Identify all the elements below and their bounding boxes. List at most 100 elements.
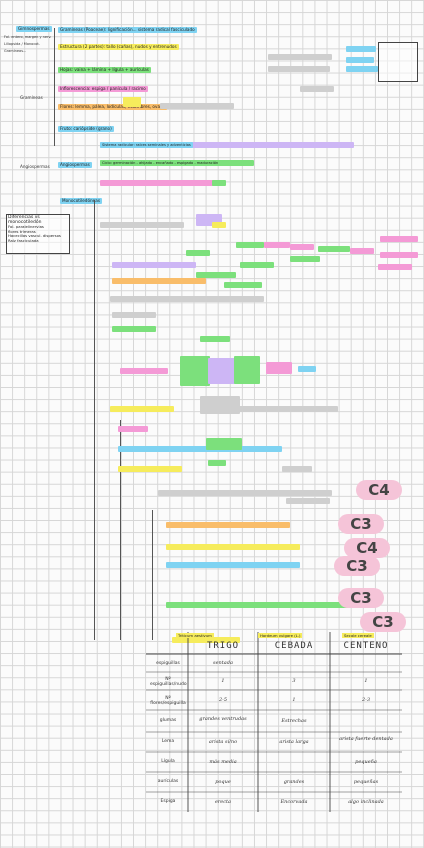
map-item-highlight (166, 522, 290, 528)
decorative-highlight (236, 242, 264, 248)
table-cell: 1 (221, 678, 225, 684)
comparison-table: TRIGO CEBADA CENTENO Triticum aestivum H… (146, 632, 402, 812)
center-label-gramineas: Gramíneas (20, 95, 43, 100)
decorative-highlight (268, 54, 332, 60)
map-item: Sistema radicular: raíces seminales y ad… (100, 142, 193, 148)
table-cell: arista sí/no (208, 739, 238, 745)
row-label: Lígula (161, 759, 175, 764)
decorative-highlight (112, 326, 156, 332)
decorative-highlight (350, 248, 374, 254)
decorative-highlight (118, 466, 182, 472)
differences-box: Diferencias vs monocotiledón Fol. parale… (6, 214, 70, 254)
table-cell: Estrechas (281, 718, 307, 724)
table-cell: algo inclinada (348, 799, 384, 805)
decorative-highlight (196, 272, 236, 278)
monocot-label: Monocotiledóneas (60, 198, 102, 204)
decorative-highlight (200, 336, 230, 342)
map-item: Ciclo: germinación - ahijado - encañado … (100, 160, 221, 166)
differences-box-line: flores trímeras (8, 228, 36, 234)
table-subheader: Triticum aestivum (176, 633, 214, 638)
decorative-highlight (110, 296, 264, 302)
decorative-highlight (212, 222, 226, 228)
differences-box-line: Fol. paralelinervias (8, 224, 44, 230)
decorative-highlight (186, 250, 210, 256)
table-grid-lines (146, 632, 402, 812)
row-label: Espiga (160, 799, 176, 804)
table-header-trigo: TRIGO (206, 641, 240, 651)
decorative-highlight (346, 57, 374, 63)
decorative-highlight (264, 242, 290, 248)
decorative-highlight (180, 356, 210, 386)
table-cell: 2-3 (361, 697, 371, 703)
decorative-highlight (118, 426, 148, 432)
table-cell: 2-5 (218, 697, 228, 703)
decorative-highlight (100, 222, 184, 228)
photosynthesis-tag: C3 (338, 514, 384, 534)
decorative-highlight (290, 256, 320, 262)
decorative-highlight (290, 244, 314, 250)
decorative-highlight (346, 66, 378, 72)
decorative-highlight (234, 356, 260, 384)
left-note-1: Fol. entero, margen y nerv. (4, 35, 52, 39)
highlight-block (123, 97, 141, 107)
map-item-highlight (166, 544, 300, 550)
table-cell: sentada (213, 660, 233, 666)
map-item: Estructura (2 partes): tallo (cañas), nu… (58, 44, 179, 50)
decorative-highlight (112, 312, 156, 318)
decorative-highlight (380, 236, 418, 242)
table-cell: grandes ventrudas (199, 716, 247, 722)
table-cell: 1 (292, 697, 296, 703)
decorative-highlight (206, 438, 242, 450)
decorative-highlight (208, 358, 236, 384)
decorative-highlight (100, 180, 214, 186)
photosynthesis-tag: C4 (356, 480, 402, 500)
table-cell: grandes (283, 779, 305, 785)
decorative-highlight (120, 368, 168, 374)
table-subheader: Secale cereale (342, 633, 374, 638)
decorative-highlight (224, 282, 262, 288)
table-cell: 1 (364, 678, 368, 684)
decorative-highlight (200, 396, 240, 414)
map-item: Hojas: vaina + lámina + lígula + aurícul… (58, 67, 151, 73)
bracket-line (54, 28, 55, 146)
decorative-highlight (112, 278, 206, 284)
decorative-highlight (112, 262, 196, 268)
table-header-cebada: CEBADA (274, 641, 314, 651)
photosynthesis-tag: C3 (338, 588, 384, 608)
table-subheader: Hordeum vulgare (L.) (258, 633, 303, 638)
row-label: espiguillas (156, 661, 180, 666)
decorative-highlight (268, 66, 330, 72)
differences-box-title: Diferencias vs monocotiledón (8, 215, 42, 225)
row-label: aurículas (157, 779, 179, 784)
root-gymnosperms-label: Gimnospermas (16, 26, 52, 32)
left-note-3: Gramíneas... (4, 49, 27, 53)
map-item-highlight (166, 602, 350, 608)
row-label: glumas (159, 718, 177, 723)
decorative-highlight (298, 366, 316, 372)
map-item-highlight (166, 562, 300, 568)
decorative-highlight (158, 490, 332, 496)
decorative-highlight (212, 180, 226, 186)
decorative-highlight (234, 406, 338, 412)
table-cell: pequeña (355, 759, 377, 765)
table-cell: erecta (214, 799, 232, 805)
bracket-line (120, 420, 121, 640)
decorative-highlight (208, 460, 226, 466)
photosynthesis-tag: C3 (360, 612, 406, 632)
decorative-highlight (110, 406, 174, 412)
decorative-highlight (378, 264, 412, 270)
table-cell: pequeñas (353, 779, 379, 785)
decorative-highlight (100, 142, 354, 148)
table-cell: 3 (292, 678, 296, 684)
map-item: Flores: lemma, pálea, lodículas, estambr… (58, 104, 168, 110)
table-header-centeno: CENTENO (343, 641, 389, 651)
row-label: Nº flores/espiguilla (150, 696, 186, 706)
map-item-highlight (172, 637, 240, 643)
differences-box-line: Raíz fasciculada (8, 237, 39, 243)
table-cell: arista fuerte dentada (339, 736, 393, 742)
decorative-highlight (282, 466, 312, 472)
root-angiosperms-box: Angiospermas (58, 162, 92, 168)
bracket-line (152, 510, 153, 640)
angio-label: Angiospermas (20, 164, 50, 169)
row-label: Lema (161, 739, 175, 744)
